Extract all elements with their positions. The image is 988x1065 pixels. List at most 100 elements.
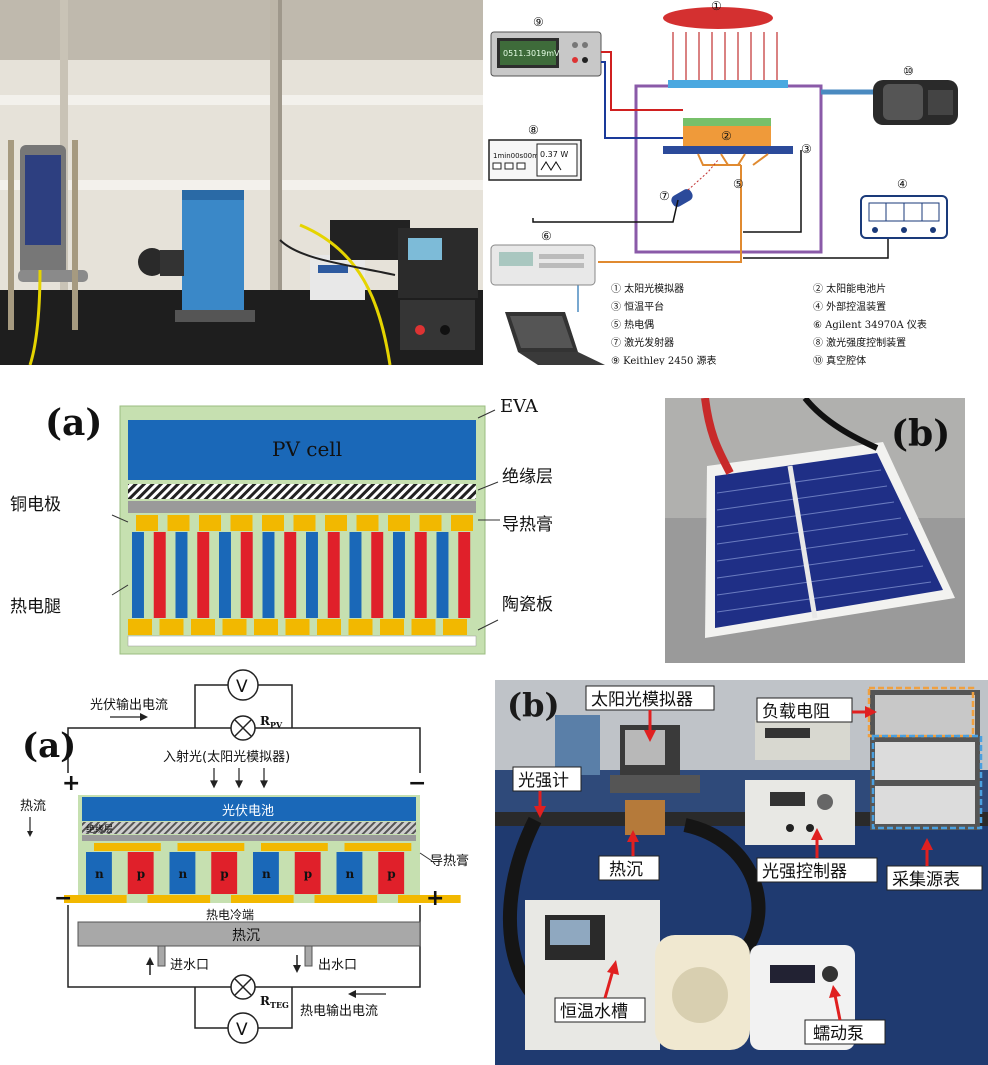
circuit-top-electrode: [94, 843, 161, 851]
circuit-bottom-electrode: [314, 895, 378, 903]
pv-cell-text: 光伏电池: [222, 804, 274, 819]
top-electrode: [419, 515, 442, 531]
thermo-leg: [240, 532, 253, 618]
circuit-leg: [86, 852, 112, 894]
circuit-leg: [169, 852, 196, 894]
circuit-bottom-electrode: [147, 895, 211, 903]
thermo-leg: [306, 532, 318, 618]
circuit-diagram: V RPV 光伏输出电流 入射光(太阳光模拟器) + − 热流 光伏电池 绝缘层…: [0, 665, 495, 1065]
marker-3: ③: [801, 142, 812, 156]
top-electrodes: [136, 515, 473, 531]
lab-photo-top-left: [0, 0, 483, 365]
label-insulation: 绝缘层: [502, 467, 553, 487]
minus-bottom-left: −: [54, 886, 72, 911]
circuit-leg-label: n: [95, 867, 104, 881]
pv-output-label: 光伏输出电流: [90, 697, 168, 713]
marker-5: ⑤: [733, 177, 744, 191]
callout-sun-simulator: 太阳光模拟器: [591, 690, 693, 710]
marker-7: ⑦: [659, 189, 670, 203]
thermo-leg: [458, 532, 471, 618]
temperature-controller: [860, 195, 948, 239]
legend-5: ⑤ 热电偶: [611, 318, 654, 331]
light-rays: [672, 32, 778, 80]
thermo-leg: [262, 532, 275, 618]
marker-1: ①: [711, 0, 722, 13]
circuit-top-electrode: [261, 843, 328, 851]
thermo-leg: [349, 532, 362, 618]
legend-7: ⑦ 激光发射器: [611, 336, 674, 349]
teg-output-label: 热电输出电流: [300, 1003, 378, 1019]
circuit-leg: [211, 852, 238, 894]
legend-10: ⑩ 真空腔体: [813, 354, 866, 365]
marker-10: ⑩: [903, 64, 914, 78]
structure-panel-label: (a): [45, 402, 102, 444]
circuit-panel-label: (a): [22, 726, 76, 766]
thermo-leg: [284, 532, 297, 618]
circuit-leg-label: p: [304, 867, 312, 881]
bottom-electrode: [348, 619, 373, 635]
laser-power-reading: 0.37 W: [540, 150, 568, 159]
structure-diagram-graphic: (a) PV cell EVA 绝缘层 导热膏 陶瓷板 铜电极 热电腿: [10, 396, 553, 655]
laser-controller: 1min00s00ms 0.37 W: [488, 139, 582, 181]
photo-b-label: (b): [891, 413, 950, 455]
top-electrode: [388, 515, 410, 531]
legend-6: ⑥ Agilent 34970A 仪表: [813, 318, 927, 331]
bottom-electrode: [411, 619, 436, 635]
bottom-electrode: [443, 619, 467, 635]
marker-6: ⑥: [541, 229, 552, 243]
thermoelectric-legs: [132, 532, 471, 618]
legend-2: ② 太阳能电池片: [813, 282, 886, 295]
circuit-leg: [127, 852, 154, 894]
label-eva: EVA: [500, 396, 539, 417]
thermo-leg: [153, 532, 166, 618]
circuit-leg: [378, 852, 405, 894]
structure-diagram: (a) PV cell EVA 绝缘层 导热膏 陶瓷板 铜电极 热电腿: [0, 380, 640, 660]
circuit-bottom-electrode: [231, 895, 294, 903]
thermo-leg: [327, 532, 340, 618]
thermo-leg: [132, 532, 144, 618]
circuit-leg-label: p: [220, 867, 228, 881]
minus-top-right: −: [408, 771, 426, 796]
circuit-leg-label: n: [178, 867, 187, 881]
thermo-leg: [175, 532, 188, 618]
circuit-leg: [294, 852, 321, 894]
label-thermal-paste: 导热膏: [502, 514, 553, 535]
circuit-diagram-graphic: V RPV 光伏输出电流 入射光(太阳光模拟器) + − 热流 光伏电池 绝缘层…: [20, 669, 469, 1044]
top-electrode: [230, 515, 253, 531]
setup-schematic-graphic: 0511.3019mV ⑨ ① ⑩ ② ③ ⑤ ⑦: [488, 0, 958, 365]
keithley-source-meter: 0511.3019mV: [490, 31, 602, 77]
marker-8: ⑧: [528, 123, 539, 137]
thermo-leg: [197, 532, 210, 618]
bottom-electrode: [317, 619, 341, 635]
insulation-text: 绝缘层: [86, 823, 113, 835]
bottom-electrodes: [128, 619, 467, 635]
marker-9: ⑨: [533, 15, 544, 29]
bottom-electrode: [222, 619, 247, 635]
top-electrode: [293, 515, 316, 531]
circuit-bottom-electrode: [398, 895, 461, 903]
thermo-leg: [219, 532, 231, 618]
setup-schematic: 0511.3019mV ⑨ ① ⑩ ② ③ ⑤ ⑦: [483, 0, 988, 365]
label-thermo-leg: 热电腿: [10, 597, 61, 617]
circuit-bottom-electrodes: [64, 895, 461, 903]
bottom-electrode: [191, 619, 215, 635]
callout-light-controller: 光强控制器: [762, 862, 847, 882]
callout-peristaltic-pump: 蠕动泵: [813, 1024, 864, 1044]
label-ceramic: 陶瓷板: [502, 595, 553, 615]
source-meter-reading: 0511.3019mV: [503, 49, 560, 58]
voltmeter-top-label: V: [236, 677, 248, 697]
marker-2: ②: [721, 129, 732, 143]
legend-8: ⑧ 激光强度控制装置: [813, 336, 906, 349]
vacuum-pump: [873, 80, 958, 125]
bottom-electrode: [128, 619, 152, 635]
legend-1: ① 太阳光模拟器: [611, 282, 684, 295]
thermo-leg: [414, 532, 427, 618]
callout-source-meter: 采集源表: [892, 870, 960, 890]
circuit-leg-label: n: [262, 867, 271, 881]
circuit-top-electrodes: [94, 843, 412, 851]
circuit-leg-label: p: [137, 867, 145, 881]
lab-panel-label: (b): [507, 686, 560, 724]
bottom-electrode: [254, 619, 278, 635]
bottom-electrode: [380, 619, 404, 635]
top-electrode: [325, 515, 347, 531]
